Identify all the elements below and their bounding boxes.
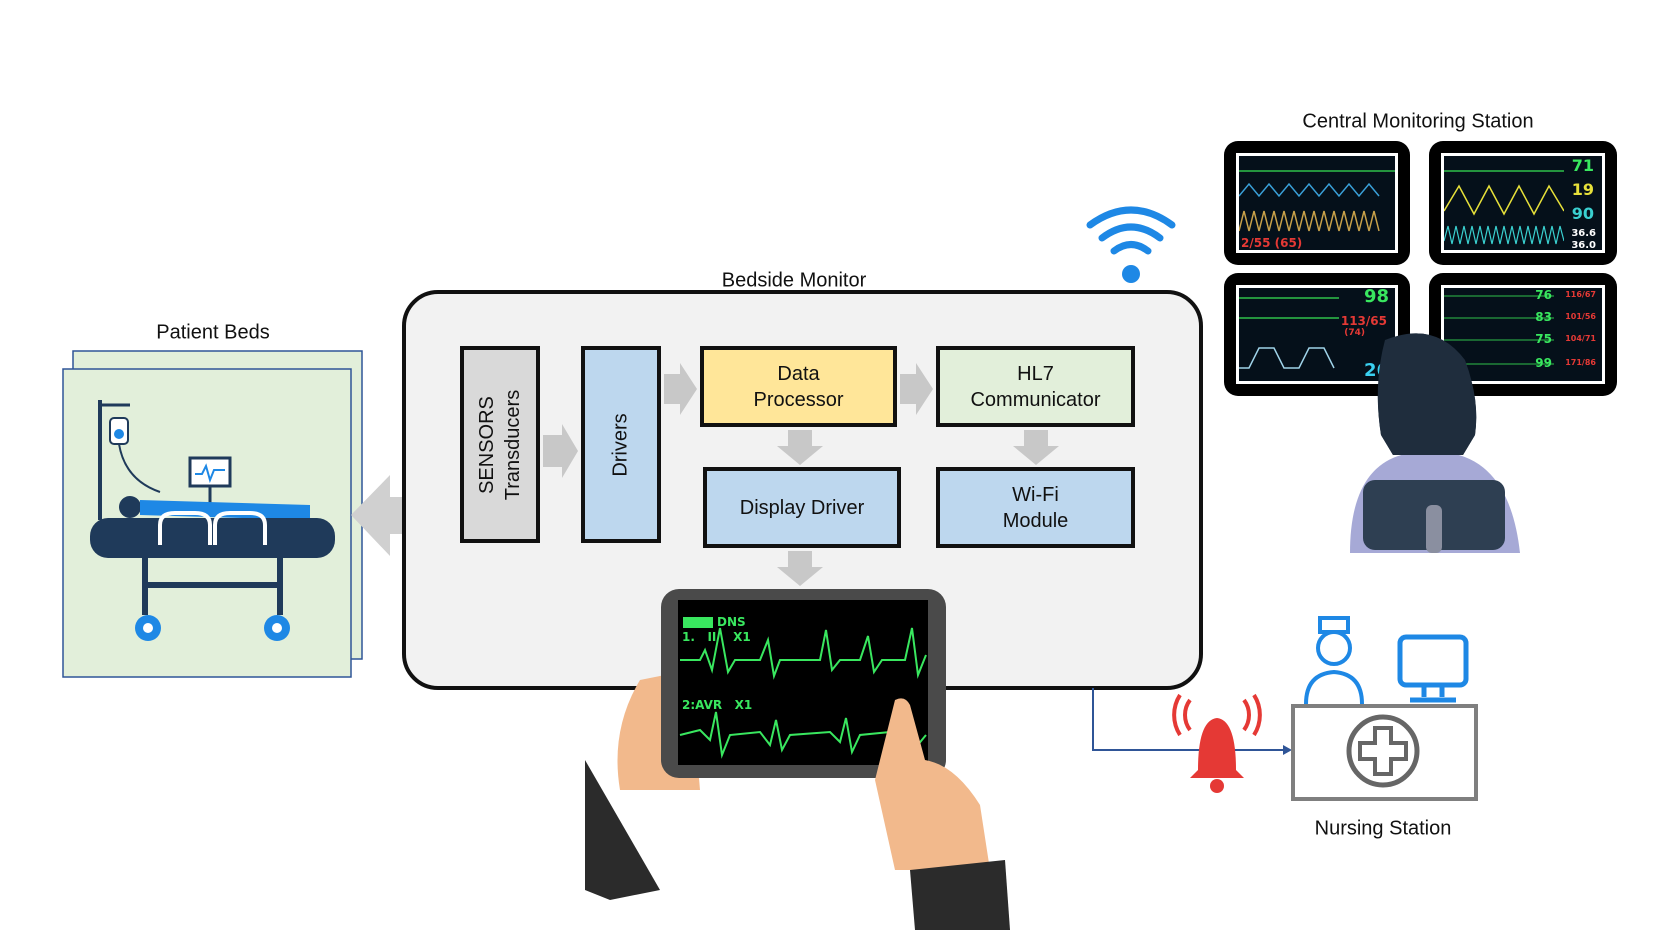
battery-icon xyxy=(683,617,713,628)
nurse-icon xyxy=(1304,616,1364,705)
m4-v2: 83 xyxy=(1535,310,1552,324)
computer-icon xyxy=(1397,634,1469,703)
m4-v4: 99 xyxy=(1535,356,1552,370)
flow-arrows xyxy=(543,363,1059,586)
data-processor-block: Data Processor xyxy=(700,346,897,427)
nursing-station-label: Nursing Station xyxy=(1314,817,1452,840)
drivers-block: Drivers xyxy=(581,346,661,543)
wifi-icon xyxy=(1086,206,1176,283)
central-monitor-3: 98 113/65 (74) 26 xyxy=(1224,273,1410,396)
central-station-label: Central Monitoring Station xyxy=(1302,110,1534,133)
m4-b2: 101/56 xyxy=(1565,312,1596,321)
medical-cross-icon xyxy=(1346,714,1420,788)
m3-spo2: 98 xyxy=(1363,286,1389,307)
hospital-bed-icon xyxy=(90,400,335,641)
m3-bp: 113/65 xyxy=(1340,314,1387,328)
m2-t2: 36.0 xyxy=(1571,240,1596,251)
sensors-label: SENSORS Transducers xyxy=(476,389,525,500)
tablet-lead1: 1. II X1 xyxy=(682,630,751,644)
patient-beds-label: Patient Beds xyxy=(156,321,270,344)
m4-b3: 104/71 xyxy=(1565,334,1596,343)
m4-b4: 171/86 xyxy=(1565,358,1596,367)
display-driver-block: Display Driver xyxy=(703,467,901,548)
m4-v1: 76 xyxy=(1535,288,1552,302)
m3-map: (74) xyxy=(1344,328,1365,338)
hands-holding-tablet xyxy=(585,589,1010,930)
m4-b1: 116/67 xyxy=(1565,290,1596,299)
m2-hr: 71 xyxy=(1571,156,1594,175)
drivers-label: Drivers xyxy=(610,412,632,477)
central-monitor-1: 2/55 (65) xyxy=(1224,141,1410,265)
alarm-bell-icon xyxy=(1172,693,1262,793)
tablet-lead2: 2:AVR X1 xyxy=(682,698,753,712)
sensors-block: SENSORS Transducers xyxy=(460,346,540,543)
bedside-monitor-label: Bedside Monitor xyxy=(721,269,867,292)
m2-rr: 19 xyxy=(1571,180,1594,199)
m2-t1: 36.6 xyxy=(1571,228,1596,239)
central-monitor-4: 76 83 75 99 116/67 101/56 104/71 171/86 xyxy=(1429,273,1617,396)
wifi-module-block: Wi-Fi Module xyxy=(936,467,1135,548)
central-monitor-2: 71 19 90 36.6 36.0 xyxy=(1429,141,1617,265)
m3-rr: 26 xyxy=(1363,360,1389,381)
m1-bp: 2/55 (65) xyxy=(1241,236,1303,250)
m4-v3: 75 xyxy=(1535,332,1552,346)
m2-spo2: 90 xyxy=(1571,204,1594,223)
hl7-communicator-block: HL7 Communicator xyxy=(936,346,1135,427)
ecg-trace-1 xyxy=(680,627,927,680)
tablet-status: DNS xyxy=(717,615,746,629)
